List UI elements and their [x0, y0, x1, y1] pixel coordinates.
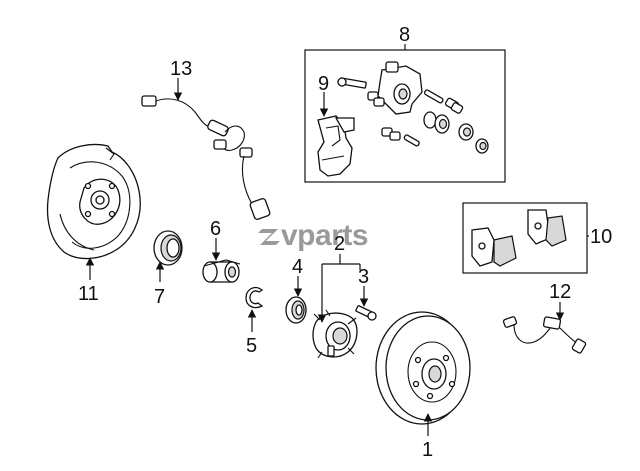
- callout-9: 9: [318, 73, 329, 95]
- bearing-spacer[interactable]: [285, 296, 307, 324]
- axle-hub[interactable]: [312, 309, 358, 359]
- callout-10: 10: [590, 226, 612, 248]
- abs-speed-sensor-harness[interactable]: [141, 95, 271, 220]
- snap-ring[interactable]: [245, 286, 264, 309]
- caliper-assembly-parts[interactable]: [337, 61, 489, 154]
- brake-pads[interactable]: [471, 209, 567, 267]
- callout-1: 1: [422, 439, 433, 461]
- watermark-logo: vparts: [258, 219, 369, 252]
- caliper-mounting-bracket[interactable]: [317, 115, 355, 177]
- callout-labels: 13 8 9 10 6 7 11 4 5 2 3 12 1: [78, 24, 612, 461]
- brake-pad-kit-box: [462, 202, 588, 274]
- callout-leaders: [85, 44, 589, 436]
- callout-7: 7: [154, 286, 165, 308]
- callout-3: 3: [358, 266, 369, 288]
- brake-rotor[interactable]: [375, 311, 471, 425]
- oil-seal[interactable]: [153, 230, 183, 266]
- callout-11: 11: [78, 283, 99, 305]
- hub-bolt[interactable]: [355, 305, 377, 321]
- watermark-text: vparts: [281, 219, 368, 252]
- dust-shield-backing-plate[interactable]: [46, 143, 141, 260]
- brake-hose[interactable]: [502, 316, 587, 354]
- callout-6: 6: [210, 218, 221, 240]
- wheel-bearing[interactable]: [202, 259, 241, 283]
- callout-4: 4: [292, 256, 303, 278]
- callout-13: 13: [170, 58, 192, 80]
- callout-5: 5: [246, 335, 257, 357]
- callout-8: 8: [399, 24, 410, 46]
- callout-12: 12: [549, 281, 571, 303]
- callout-2: 2: [334, 233, 345, 255]
